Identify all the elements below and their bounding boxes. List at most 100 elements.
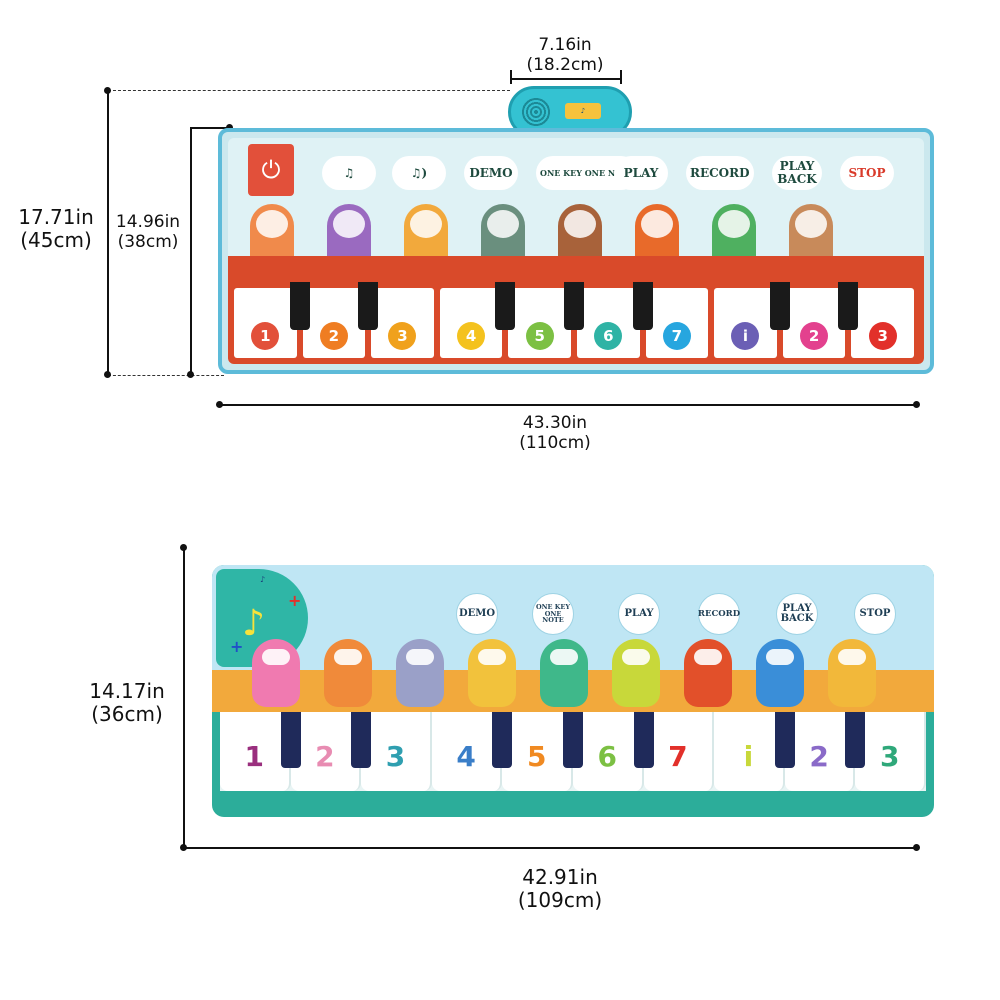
animal-face bbox=[410, 210, 442, 238]
sea-creature-musician bbox=[252, 639, 300, 707]
bottom-width-label: 42.91in (109cm) bbox=[490, 866, 630, 912]
key-number: i bbox=[743, 740, 754, 773]
key-number: 5 bbox=[526, 740, 547, 773]
bottom-height-line bbox=[183, 548, 185, 848]
piano-key[interactable]: 3 bbox=[851, 288, 914, 358]
bottom-width-line bbox=[184, 847, 918, 849]
piano-key[interactable]: 6 bbox=[573, 712, 644, 791]
top-mat-band bbox=[228, 256, 924, 282]
demo-button[interactable]: DEMO bbox=[464, 156, 518, 190]
one-key-label-2: ONE KEY ONE NOTE bbox=[535, 602, 571, 625]
black-key[interactable] bbox=[358, 282, 379, 330]
volume-up-button[interactable]: + bbox=[288, 591, 302, 610]
speaker-width-tick-right bbox=[620, 70, 622, 84]
top-piano-mat: ⏻ ♫ ♫) DEMO ONE KEY ONE NOTE PLAY RECORD… bbox=[218, 128, 934, 374]
speaker-width-tick-left bbox=[510, 70, 512, 84]
record-label: RECORD bbox=[690, 165, 750, 180]
sea-creature-musician bbox=[468, 639, 516, 707]
piano-key[interactable]: i bbox=[714, 712, 785, 791]
sea-creature-musician bbox=[612, 639, 660, 707]
play-button[interactable]: PLAY bbox=[614, 156, 668, 190]
play-back-button-2[interactable]: PLAY BACK bbox=[776, 593, 818, 635]
one-key-one-note-button-2[interactable]: ONE KEY ONE NOTE bbox=[532, 593, 574, 635]
power-button[interactable]: ⏻ bbox=[248, 144, 294, 196]
play-back-label: PLAY BACK bbox=[777, 159, 817, 186]
sea-creature-musician bbox=[684, 639, 732, 707]
speaker-width-label: 7.16in (18.2cm) bbox=[500, 35, 630, 75]
mat-height-dot-top bbox=[226, 124, 233, 131]
black-key[interactable] bbox=[845, 712, 866, 768]
piano-key[interactable]: 2 bbox=[302, 288, 366, 358]
piano-key[interactable]: 4 bbox=[439, 288, 503, 358]
bottom-piano-mat: ♪ ♪ + + DEMO ONE KEY ONE NOTE PLAY RECOR… bbox=[212, 565, 934, 817]
key-number: 5 bbox=[525, 322, 554, 350]
demo-label: DEMO bbox=[469, 165, 513, 180]
creature-eyes bbox=[550, 649, 578, 665]
play-label: PLAY bbox=[623, 165, 659, 180]
black-key[interactable] bbox=[632, 282, 653, 330]
piano-key[interactable]: 2 bbox=[784, 712, 856, 791]
black-key[interactable] bbox=[633, 712, 654, 768]
piano-key[interactable]: 6 bbox=[577, 288, 640, 358]
piano-key[interactable]: 3 bbox=[855, 712, 926, 791]
piano-key[interactable]: i bbox=[714, 288, 777, 358]
key-number: 3 bbox=[385, 740, 406, 773]
black-key[interactable] bbox=[495, 282, 516, 330]
mat-height-guide-top bbox=[191, 127, 227, 129]
piano-key[interactable]: 7 bbox=[645, 288, 709, 358]
mode-button-1[interactable]: ♫ bbox=[322, 156, 376, 190]
black-key[interactable] bbox=[289, 282, 310, 330]
speaker-width-in: 7.16in bbox=[538, 35, 592, 55]
total-height-in: 17.71in bbox=[18, 205, 94, 229]
sea-creature-musician bbox=[396, 639, 444, 707]
piano-key[interactable]: 1 bbox=[234, 288, 297, 358]
total-height-dot-bottom bbox=[104, 371, 111, 378]
stop-button[interactable]: STOP bbox=[840, 156, 894, 190]
record-button[interactable]: RECORD bbox=[686, 156, 754, 190]
animal-face bbox=[333, 210, 365, 238]
key-number: i bbox=[731, 322, 760, 350]
black-key[interactable] bbox=[774, 712, 795, 768]
mode-button-2[interactable]: ♫) bbox=[392, 156, 446, 190]
bottom-width-in: 42.91in bbox=[522, 865, 598, 889]
piano-key[interactable]: 3 bbox=[371, 288, 434, 358]
key-number: 4 bbox=[457, 322, 486, 350]
sea-creature-musician bbox=[756, 639, 804, 707]
key-number: 4 bbox=[456, 740, 476, 773]
speaker-grill bbox=[521, 97, 551, 127]
total-height-line bbox=[107, 90, 109, 376]
record-button-2[interactable]: RECORD bbox=[698, 593, 740, 635]
mat-height-cm: (38cm) bbox=[117, 231, 179, 252]
creature-eyes bbox=[766, 649, 794, 665]
animal-face bbox=[487, 210, 519, 238]
play-button-2[interactable]: PLAY bbox=[618, 593, 660, 635]
black-key[interactable] bbox=[351, 712, 372, 768]
black-key[interactable] bbox=[838, 282, 859, 330]
play-back-button[interactable]: PLAY BACK bbox=[772, 156, 822, 190]
total-height-label: 17.71in (45cm) bbox=[8, 206, 104, 252]
stop-button-2[interactable]: STOP bbox=[854, 593, 896, 635]
piano-key[interactable]: 2 bbox=[290, 712, 362, 791]
demo-button-2[interactable]: DEMO bbox=[456, 593, 498, 635]
play-back-label-2: PLAY BACK bbox=[780, 602, 814, 624]
black-key[interactable] bbox=[563, 712, 583, 768]
black-key[interactable] bbox=[769, 282, 790, 330]
piano-key[interactable]: 3 bbox=[361, 712, 432, 791]
key-number: 1 bbox=[251, 322, 280, 350]
key-number: 7 bbox=[668, 740, 688, 773]
key-number: 1 bbox=[244, 740, 265, 773]
black-key[interactable] bbox=[280, 712, 301, 768]
piano-key[interactable]: 7 bbox=[643, 712, 715, 791]
bottom-height-dot-top bbox=[180, 544, 187, 551]
top-width-label: 43.30in (110cm) bbox=[490, 413, 620, 453]
piano-key[interactable]: 2 bbox=[782, 288, 846, 358]
piano-key[interactable]: 5 bbox=[508, 288, 571, 358]
black-key[interactable] bbox=[564, 282, 584, 330]
piano-key[interactable]: 5 bbox=[502, 712, 573, 791]
stop-label: STOP bbox=[848, 165, 886, 180]
mat-height-line bbox=[190, 127, 192, 376]
black-key[interactable] bbox=[492, 712, 513, 768]
volume-down-button[interactable]: + bbox=[230, 637, 244, 656]
piano-key[interactable]: 1 bbox=[220, 712, 291, 791]
control-logo: ♪ bbox=[260, 575, 266, 584]
